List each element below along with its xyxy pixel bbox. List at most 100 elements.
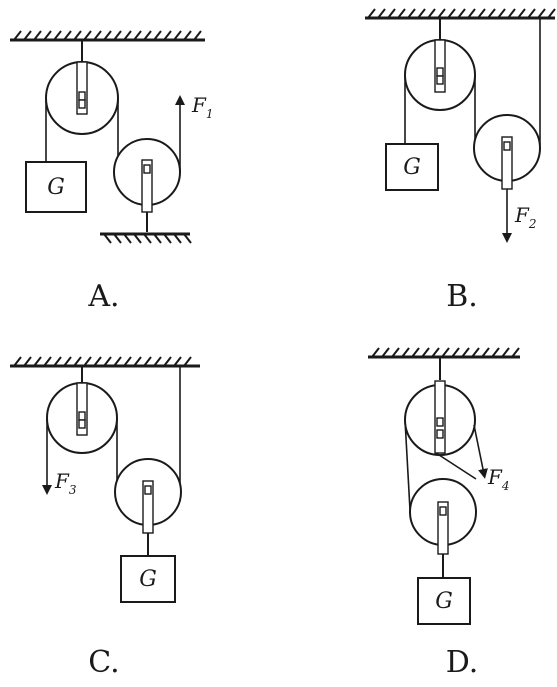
- force-label-b: F2: [514, 203, 537, 231]
- hatch-line: [527, 8, 536, 19]
- hatch-line: [401, 347, 410, 358]
- weight-box-d: [417, 577, 471, 625]
- weight-box-b: [385, 143, 439, 191]
- hatch-line: [517, 8, 526, 19]
- hatch-line: [113, 356, 122, 367]
- hatch-line: [13, 30, 22, 41]
- hatch-line: [173, 30, 182, 41]
- hatch-line: [173, 233, 182, 244]
- hatch-line: [163, 30, 172, 41]
- hatch-line: [43, 356, 52, 367]
- hatch-line: [153, 233, 162, 244]
- hatch-line: [377, 8, 386, 19]
- hatch-line: [143, 30, 152, 41]
- hatch-line: [411, 347, 420, 358]
- hatch-line: [173, 356, 182, 367]
- hatch-line: [193, 30, 202, 41]
- hatch-line: [183, 233, 192, 244]
- hatch-line: [537, 8, 546, 19]
- weight-label-a: G: [47, 175, 65, 200]
- option-label-a: A.: [87, 279, 119, 314]
- hatch-line: [467, 8, 476, 19]
- hatch-line: [471, 347, 480, 358]
- hatch-line: [427, 8, 436, 19]
- weight-label-c: G: [139, 567, 157, 592]
- hatch-line: [507, 8, 516, 19]
- hatch-line: [431, 347, 440, 358]
- hatch-line: [387, 8, 396, 19]
- weight-box-c: [120, 555, 176, 603]
- hatch-line: [33, 356, 42, 367]
- hatch-line: [457, 8, 466, 19]
- hatch-line: [481, 347, 490, 358]
- hatch-line: [397, 8, 406, 19]
- hatch-line: [371, 347, 380, 358]
- hatch-line: [381, 347, 390, 358]
- hatch-line: [123, 356, 132, 367]
- hatch-line: [73, 30, 82, 41]
- hatch-line: [63, 356, 72, 367]
- hatch-line: [501, 347, 510, 358]
- hatch-line: [73, 356, 82, 367]
- force-label-c: F3: [54, 469, 77, 497]
- hatch-line: [113, 233, 122, 244]
- hatch-line: [143, 233, 152, 244]
- force-label-a: F1: [191, 93, 214, 121]
- hatch-line: [153, 30, 162, 41]
- weight-label-b: G: [403, 155, 421, 180]
- hatch-line: [441, 347, 450, 358]
- hatch-line: [183, 356, 192, 367]
- hatch-line: [163, 233, 172, 244]
- hatch-line: [103, 356, 112, 367]
- hatch-line: [421, 347, 430, 358]
- hatch-line: [33, 30, 42, 41]
- hatch-line: [391, 347, 400, 358]
- hatch-line: [103, 30, 112, 41]
- hatch-line: [183, 30, 192, 41]
- hatch-line: [53, 356, 62, 367]
- hatch-line: [487, 8, 496, 19]
- option-a-figure: G F1 A.: [10, 38, 214, 314]
- hatch-line: [547, 8, 556, 19]
- hatch-line: [123, 30, 132, 41]
- option-label-c: C.: [88, 645, 119, 680]
- force-label-d: F4: [487, 465, 510, 493]
- hatch-line: [113, 30, 122, 41]
- option-b-figure: G F2 B.: [365, 16, 555, 314]
- option-d-figure: F4 G D.: [368, 355, 520, 680]
- hatch-line: [417, 8, 426, 19]
- weight-label-d: G: [435, 589, 453, 614]
- hatch-line: [93, 30, 102, 41]
- hatch-line: [43, 30, 52, 41]
- hatch-line: [53, 30, 62, 41]
- hatch-line: [511, 347, 520, 358]
- hatch-line: [93, 356, 102, 367]
- hatch-line: [491, 347, 500, 358]
- hatch-line: [133, 233, 142, 244]
- hatch-line: [447, 8, 456, 19]
- hatch-line: [83, 356, 92, 367]
- hatch-line: [461, 347, 470, 358]
- hatch-line: [477, 8, 486, 19]
- hatch-line: [133, 356, 142, 367]
- hatch-line: [63, 30, 72, 41]
- option-label-d: D.: [446, 645, 479, 680]
- hatch-line: [83, 30, 92, 41]
- hatch-line: [13, 356, 22, 367]
- hatch-line: [163, 356, 172, 367]
- hatch-line: [437, 8, 446, 19]
- weight-box-a: [25, 161, 87, 213]
- option-c-figure: F3 G C.: [10, 364, 200, 680]
- hatch-line: [451, 347, 460, 358]
- hatch-line: [103, 233, 112, 244]
- hatch-marks: [13, 8, 556, 367]
- hatch-line: [367, 8, 376, 19]
- hatch-line: [143, 356, 152, 367]
- hatch-line: [23, 356, 32, 367]
- hatch-line: [123, 233, 132, 244]
- hatch-line: [153, 356, 162, 367]
- hatch-line: [23, 30, 32, 41]
- hatch-line: [407, 8, 416, 19]
- hatch-line: [133, 30, 142, 41]
